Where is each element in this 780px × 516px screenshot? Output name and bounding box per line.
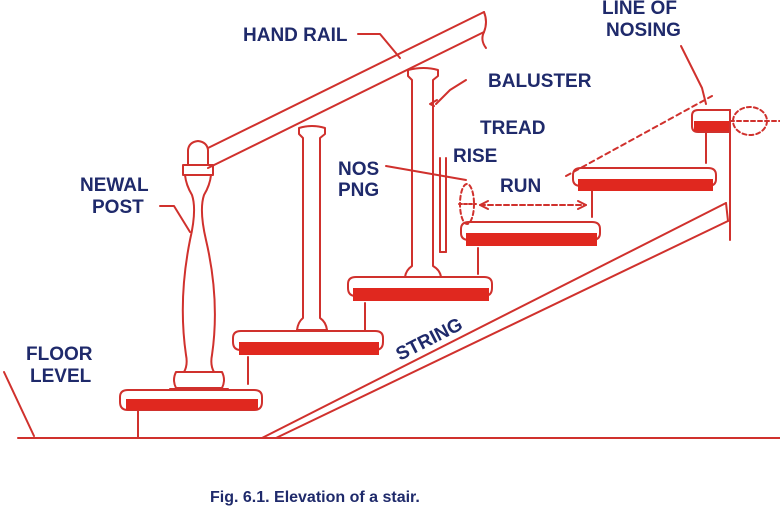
label-nosing-1: NOS (338, 159, 379, 180)
label-floor-level-2: LEVEL (30, 366, 92, 387)
label-run: RUN (500, 176, 541, 197)
label-nosing-2: PNG (338, 180, 379, 201)
drawing (3, 11, 780, 439)
rise-bracket (439, 157, 447, 253)
label-baluster: BALUSTER (488, 71, 592, 92)
string-stringer (261, 202, 729, 439)
label-rise: RISE (453, 146, 497, 167)
label-newal-post-2: POST (92, 197, 144, 218)
label-floor-level-1: FLOOR (26, 344, 93, 365)
tread-4 (460, 221, 601, 246)
label-newal-post-1: NEWAL (80, 175, 149, 196)
label-line-of-nosing-1: LINE OF (602, 0, 677, 19)
tread-2 (232, 330, 384, 355)
newel-post (169, 140, 229, 390)
leader-lines (3, 33, 707, 437)
figure-caption: Fig. 6.1. Elevation of a stair. (210, 489, 420, 506)
label-tread: TREAD (480, 118, 545, 139)
line-of-nosing (565, 95, 713, 177)
tread-1 (119, 389, 263, 411)
tread-3 (347, 276, 493, 301)
tread-6-top (691, 109, 731, 241)
labels: HAND RAIL LINE OF NOSING BALUSTER TREAD … (26, 0, 681, 506)
baluster-2 (404, 67, 442, 278)
label-hand-rail: HAND RAIL (243, 25, 348, 46)
hand-rail (207, 11, 487, 169)
run-dimension (479, 200, 587, 210)
tread-5 (572, 167, 717, 191)
label-line-of-nosing-2: NOSING (606, 20, 681, 41)
baluster-1 (296, 125, 328, 331)
risers (137, 131, 707, 439)
